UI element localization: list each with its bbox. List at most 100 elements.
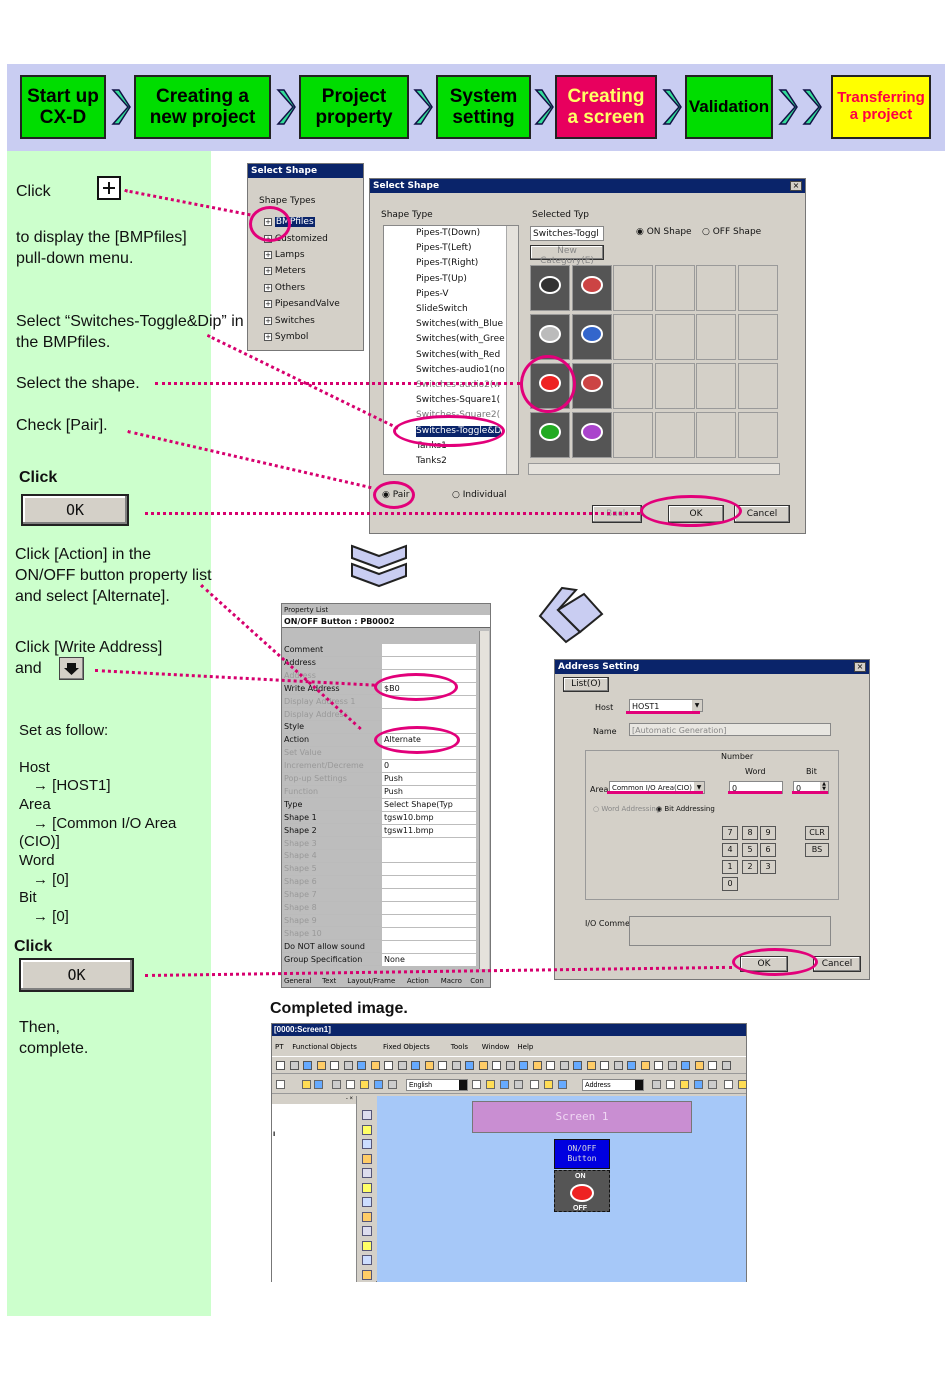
close-icon[interactable]: × [854, 662, 866, 672]
list-item[interactable]: Switches-audio2(w [416, 380, 501, 390]
toolbar-icon[interactable] [738, 1080, 747, 1089]
object-tool-icon[interactable] [362, 1269, 372, 1280]
key-6[interactable]: 6 [760, 843, 776, 857]
property-value[interactable] [382, 656, 476, 669]
property-row[interactable]: Display Address [282, 708, 478, 722]
shape-cell[interactable] [530, 314, 570, 360]
object-tool-icon[interactable] [362, 1182, 372, 1193]
shape-cell[interactable] [654, 314, 695, 360]
toolbar-icon[interactable] [708, 1080, 717, 1089]
object-tool-icon[interactable] [362, 1226, 372, 1236]
toolbar-icon[interactable] [276, 1061, 285, 1070]
toolbar-icon[interactable] [546, 1061, 555, 1070]
toolbar-icon[interactable] [530, 1080, 539, 1089]
shape-cell[interactable] [696, 363, 736, 409]
key-9[interactable]: 9 [760, 826, 776, 840]
key-clr[interactable]: CLR [805, 826, 829, 840]
list-item[interactable]: Switches(with_Gree [416, 334, 505, 345]
off-shape-radio[interactable]: ○ OFF Shape [702, 227, 762, 237]
tree-item-switches[interactable]: + Switches [264, 316, 315, 326]
property-value[interactable]: Push [382, 773, 476, 785]
toolbar-icon[interactable] [388, 1080, 397, 1089]
shape-cell[interactable] [737, 265, 778, 311]
toolbar-icon[interactable] [600, 1061, 609, 1070]
property-row[interactable]: Shape 4 [282, 850, 478, 863]
key-bs[interactable]: BS [805, 843, 829, 857]
toolbar-icon[interactable] [519, 1061, 528, 1070]
bit-field[interactable]: 0▲▼ [793, 781, 829, 794]
toolbar-icon[interactable] [708, 1061, 717, 1070]
tab-general[interactable]: General [284, 977, 312, 985]
property-row[interactable]: Shape 5 [282, 863, 478, 876]
property-value[interactable] [382, 889, 476, 902]
tab-macro[interactable]: Macro [440, 977, 462, 985]
menu-item[interactable]: Functional Objects [292, 1043, 357, 1051]
list-item[interactable]: Switches(with_Blue [416, 319, 504, 330]
toolbar-icon[interactable] [724, 1080, 733, 1089]
shape-cell[interactable] [696, 412, 736, 458]
tree-item-symbol[interactable]: + Symbol [264, 332, 309, 342]
list-item[interactable]: Tanks2 [416, 456, 447, 466]
shape-cell[interactable] [613, 314, 653, 360]
toolbar-icon[interactable] [346, 1080, 355, 1089]
toolbar-icon[interactable] [384, 1061, 393, 1070]
object-tool-icon[interactable] [362, 1211, 372, 1222]
key-1[interactable]: 1 [722, 860, 738, 874]
key-0[interactable]: 0 [722, 877, 738, 891]
tree-item-lamps[interactable]: + Lamps [264, 250, 305, 260]
toolbar-icon[interactable] [424, 1061, 434, 1070]
toolbar-icon[interactable] [486, 1080, 495, 1089]
toolbar-icon[interactable] [500, 1080, 509, 1089]
shape-cell[interactable] [654, 363, 695, 409]
toolbar-icon[interactable] [640, 1061, 650, 1070]
list-item[interactable]: Pipes-V [416, 288, 449, 299]
shape-cell[interactable] [571, 412, 612, 458]
toolbar-icon[interactable] [681, 1061, 690, 1070]
tab-action[interactable]: Action [406, 977, 429, 985]
toolbar-icon[interactable] [302, 1080, 311, 1089]
menu-item[interactable]: Window [481, 1043, 510, 1051]
property-value[interactable] [382, 850, 476, 863]
toolbar-icon[interactable] [573, 1061, 582, 1070]
toolbar-icon[interactable] [472, 1080, 481, 1089]
tab-con[interactable]: Con [470, 977, 484, 985]
toolbar-icon[interactable] [654, 1061, 663, 1070]
toolbar-icon[interactable] [451, 1061, 461, 1070]
shape-cell[interactable] [654, 265, 695, 311]
shape-cell[interactable] [613, 412, 653, 458]
key-4[interactable]: 4 [722, 843, 738, 857]
toolbar-icon[interactable] [492, 1061, 501, 1070]
tree-item-others[interactable]: + Others [264, 283, 306, 293]
list-item[interactable]: Switches-audio1(no [416, 364, 505, 375]
property-row[interactable]: Shape 6 [282, 876, 478, 889]
object-tool-icon[interactable] [362, 1139, 372, 1149]
list-button[interactable]: List(O) [563, 677, 609, 692]
property-row[interactable]: Shape 8 [282, 902, 478, 915]
shape-cell[interactable] [696, 314, 736, 360]
toolbar-icon[interactable] [559, 1061, 569, 1070]
name-field[interactable]: [Automatic Generation] [629, 723, 831, 736]
list-item[interactable]: Pipes-T(Down) [416, 228, 481, 238]
property-value[interactable] [382, 876, 476, 889]
shape-cell[interactable] [613, 265, 653, 311]
toolbar-icon[interactable] [343, 1061, 353, 1070]
shape-cell[interactable] [737, 363, 778, 409]
toolbar-icon[interactable] [465, 1061, 474, 1070]
toolbar-icon[interactable] [514, 1080, 523, 1089]
toolbar-icon[interactable] [558, 1080, 567, 1089]
object-tool-icon[interactable] [362, 1124, 372, 1135]
toolbar-icon[interactable] [370, 1061, 380, 1070]
shape-grid-scrollbar[interactable] [528, 463, 780, 475]
property-value[interactable] [382, 902, 476, 914]
list-item[interactable]: Pipes-T(Right) [416, 258, 479, 269]
key-8[interactable]: 8 [742, 826, 758, 840]
menu-item[interactable]: Tools [450, 1043, 469, 1051]
shape-cell[interactable] [571, 314, 612, 360]
toolbar-icon[interactable] [694, 1080, 703, 1089]
toolbar-icon[interactable] [303, 1061, 312, 1070]
key-5[interactable]: 5 [742, 843, 758, 857]
